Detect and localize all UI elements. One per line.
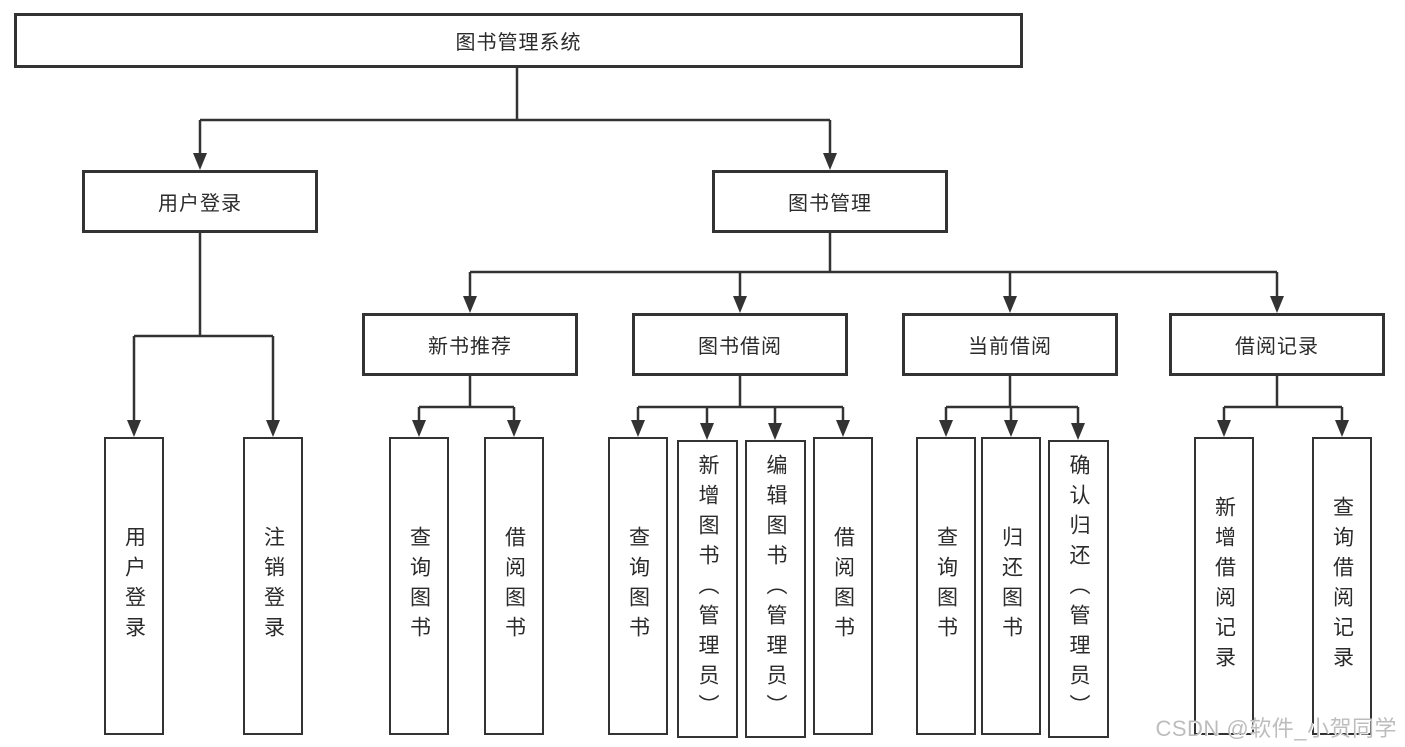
node-label: 注销登录	[261, 526, 285, 646]
node-label: 编辑图书（管理员）	[764, 454, 787, 724]
node-label: 当前借阅	[968, 336, 1052, 358]
leaf-user-login: 用户登录	[104, 437, 164, 735]
node-label: 查询借阅记录	[1330, 496, 1354, 676]
node-label: 确认归还（管理员）	[1067, 454, 1090, 724]
node-label: 用户登录	[122, 526, 146, 646]
leaf-query-books-borrow: 查询图书	[608, 437, 668, 735]
node-new-book-recommendation: 新书推荐	[362, 313, 578, 376]
csdn-watermark: CSDN @软件_小贺同学	[1155, 716, 1397, 741]
node-current-borrowing: 当前借阅	[902, 313, 1118, 376]
leaf-add-book-admin: 新增图书（管理员）	[677, 440, 738, 738]
leaf-logout: 注销登录	[243, 437, 303, 735]
leaf-borrow-books-borrow: 借阅图书	[813, 437, 873, 735]
leaf-confirm-return-admin: 确认归还（管理员）	[1048, 440, 1109, 738]
node-label: 新增借阅记录	[1212, 496, 1236, 676]
node-label: 借阅图书	[502, 526, 526, 646]
node-label: 新书推荐	[428, 336, 512, 358]
node-label: 图书借阅	[698, 336, 782, 358]
node-user-login: 用户登录	[82, 170, 318, 233]
node-label: 查询图书	[407, 526, 431, 646]
leaf-query-borrow-record: 查询借阅记录	[1312, 437, 1372, 735]
leaf-add-borrow-record: 新增借阅记录	[1194, 437, 1254, 735]
node-label: 查询图书	[626, 526, 650, 646]
node-book-management: 图书管理	[712, 170, 948, 233]
leaf-borrow-books-recommend: 借阅图书	[484, 437, 544, 735]
node-label: 借阅图书	[831, 526, 855, 646]
node-library-management-system: 图书管理系统	[14, 13, 1023, 68]
node-label: 用户登录	[158, 193, 242, 215]
node-label: 图书管理	[788, 193, 872, 215]
node-label: 借阅记录	[1235, 336, 1319, 358]
leaf-edit-book-admin: 编辑图书（管理员）	[745, 440, 806, 738]
node-label: 查询图书	[934, 526, 958, 646]
node-label: 新增图书（管理员）	[696, 454, 719, 724]
leaf-query-books-recommend: 查询图书	[389, 437, 449, 735]
node-label: 归还图书	[999, 526, 1023, 646]
leaf-return-books: 归还图书	[981, 437, 1041, 735]
node-borrowing-records: 借阅记录	[1169, 313, 1385, 376]
node-book-borrowing: 图书借阅	[632, 313, 848, 376]
leaf-query-books-current: 查询图书	[916, 437, 976, 735]
node-label: 图书管理系统	[455, 32, 582, 54]
